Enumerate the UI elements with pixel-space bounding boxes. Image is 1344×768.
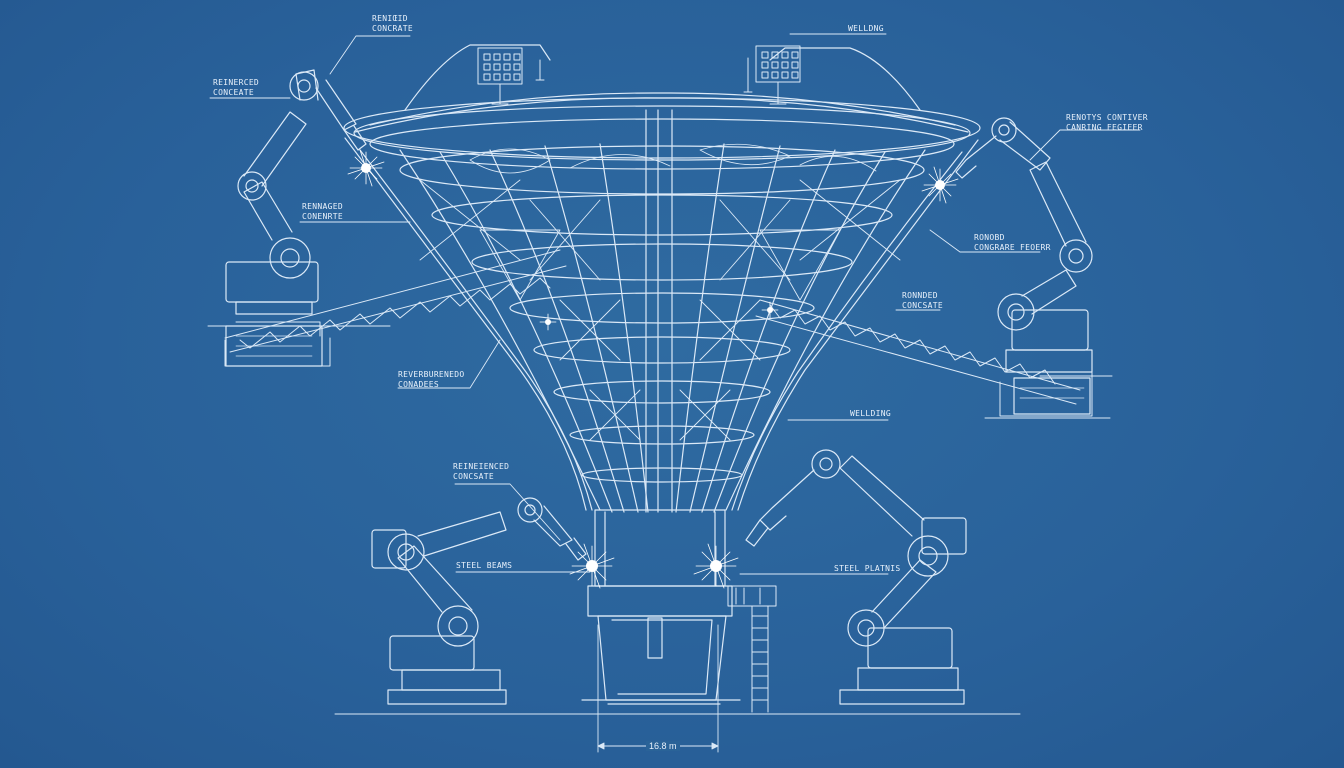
callout-line: REINEIENCED — [453, 462, 510, 471]
callout-remote-controller: RENOTYS CONTIVER CANRING FEGIEER — [1066, 113, 1148, 133]
spark-bottom-right — [693, 543, 739, 589]
ladder — [727, 585, 777, 713]
callout-line: CONCSATE — [453, 472, 494, 481]
callout-reinforced-concrete-left: REINERCED CONCEATE — [213, 78, 259, 98]
callout-line: REINERCED — [213, 78, 260, 87]
callout-line: RENNAGED — [302, 202, 343, 211]
callout-line: RONOBD — [974, 233, 1005, 242]
callout-line: CONENRTE — [302, 212, 343, 221]
callout-line: RENOTYS CONTIVER — [1066, 113, 1148, 122]
callout-concrete-right: RONOBD CONGRARE FEOERR — [974, 233, 1051, 253]
callout-welding-top: WELLDNG — [848, 24, 884, 34]
left-truss — [224, 249, 567, 367]
robot-arm-top-right — [955, 117, 1093, 415]
right-truss — [755, 299, 1093, 417]
callout-reinforced-concrete-bottom: REINEIENCED CONCSATE — [453, 462, 509, 482]
dimension-label: 16.8 m — [646, 741, 680, 751]
callout-reinforced-concrete-truss: REVERBURENEDO CONADEES — [398, 370, 465, 390]
spark-truss-left — [539, 313, 557, 331]
spark-bottom-left — [569, 543, 615, 589]
callout-steel-plates: STEEL PLATNIS — [834, 564, 901, 574]
callout-line: RONNDED — [902, 291, 938, 300]
callout-steel-beams: STEEL BEAMS — [456, 561, 512, 571]
ground-lines — [207, 325, 1113, 715]
callout-line: STEEL PLATNIS — [834, 564, 901, 573]
base-pedestal — [581, 509, 741, 705]
callout-line: CONADEES — [398, 380, 439, 389]
callout-rounded-concrete: RONNDED CONCSATE — [902, 291, 943, 311]
callout-line: CONGRARE FEOERR — [974, 243, 1051, 252]
robot-arm-bottom-right — [745, 449, 967, 705]
robot-arm-bottom-left — [371, 497, 587, 705]
callout-line: CONCEATE — [213, 88, 254, 97]
callout-line: CONCSATE — [902, 301, 943, 310]
callout-line: REVERBURENEDO — [398, 370, 465, 379]
weld-sparks — [347, 149, 959, 589]
callout-reinforced-concrete-top: RENIŒID CONCRATE — [372, 14, 413, 34]
spark-top-left — [347, 149, 385, 187]
robot-arm-top-left — [225, 69, 367, 367]
light-panel-left — [477, 47, 545, 105]
callout-line: RENIŒID — [372, 14, 408, 23]
callout-line: WELLDING — [850, 409, 891, 418]
callout-reinforced-concrete-mid-left: RENNAGED CONENRTE — [302, 202, 343, 222]
callout-line: CONCRATE — [372, 24, 413, 33]
callout-line: STEEL BEAMS — [456, 561, 513, 570]
callout-leaders — [209, 33, 1141, 575]
spark-top-right — [921, 166, 959, 204]
light-panel-right — [743, 45, 801, 105]
callout-welding-right: WELLDING — [850, 409, 891, 419]
callout-line: WELLDNG — [848, 24, 884, 33]
spark-truss-right — [761, 301, 779, 319]
funnel-structure — [343, 44, 981, 513]
dimension-line — [597, 624, 719, 753]
callout-line: CANRING FEGIEER — [1066, 123, 1143, 132]
